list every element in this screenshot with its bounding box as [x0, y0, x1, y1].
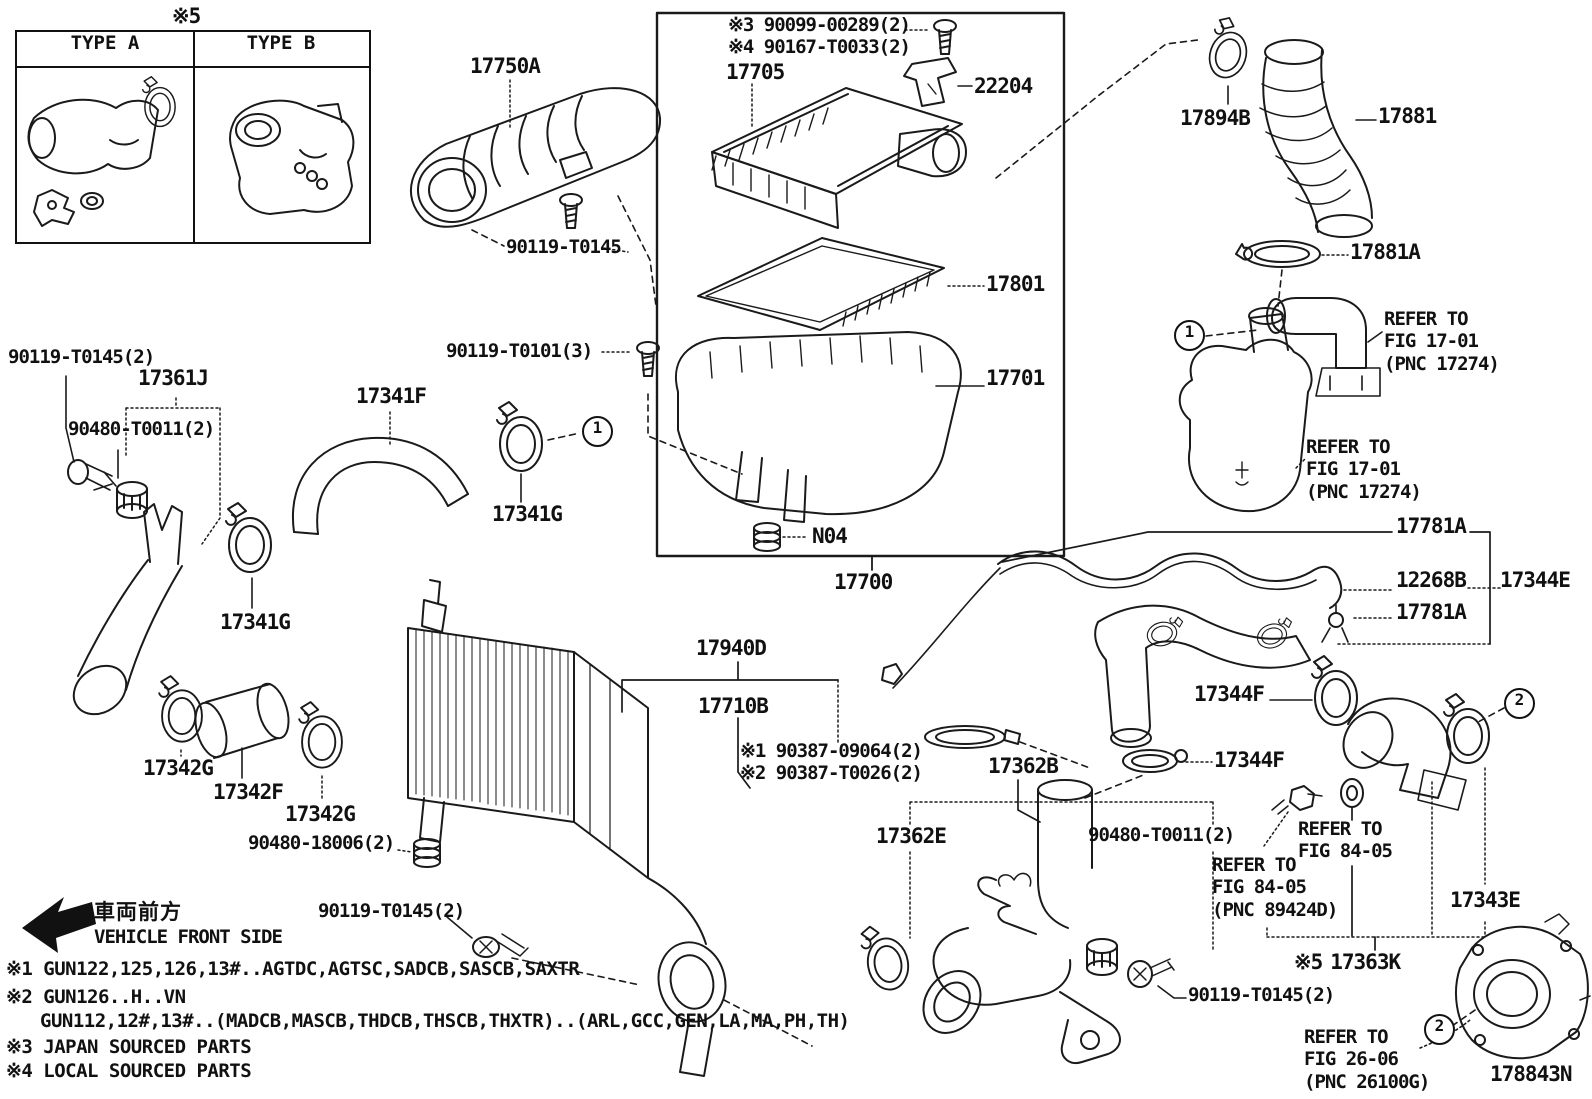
- part-label-17343e: 17343E: [1450, 888, 1521, 912]
- footnote-4: ※4 LOCAL SOURCED PARTS: [6, 1060, 252, 1082]
- part-label-90480-18006: 90480-18006(2): [248, 832, 395, 854]
- flag-label-90167-t0033: ※4 90167-T0033(2): [728, 36, 911, 58]
- inset-type-b-header: TYPE B: [246, 32, 316, 54]
- part-label-17710b: 17710B: [698, 694, 769, 718]
- part-label-17342g-b: 17342G: [285, 802, 356, 826]
- art-inset-type-a-hose: [27, 76, 176, 227]
- part-label-n04: N04: [812, 524, 848, 548]
- art-left-pipe-assembly: [65, 375, 272, 716]
- part-label-17750a: 17750A: [470, 54, 541, 78]
- part-label-17344e: 17344E: [1500, 568, 1571, 592]
- part-label-90480-t0011-left: 90480-T0011(2): [68, 418, 215, 440]
- footnote-2: ※2 GUN126..H..VN: [6, 986, 186, 1008]
- callout-circle-2-bottom: 2: [1424, 1014, 1455, 1045]
- front-side-arrow-icon: [22, 897, 96, 953]
- flag-label-90387-09064: ※1 90387-09064(2): [740, 740, 923, 762]
- part-label-22204: 22204: [974, 74, 1033, 98]
- part-label-90480-t0011-right: 90480-T0011(2): [1088, 824, 1235, 846]
- part-label-17344f-upper: 17344F: [1194, 682, 1265, 706]
- part-label-17362b: 17362B: [988, 754, 1059, 778]
- part-label-17341g-center: 17341G: [492, 502, 563, 526]
- callout-circle-1-center: 1: [582, 416, 613, 447]
- part-label-17705: 17705: [726, 60, 785, 84]
- footnote-2b: GUN112,12#,13#..(MADCB,MASCB,THDCB,THSCB…: [40, 1010, 850, 1032]
- part-label-17341g-left: 17341G: [220, 610, 291, 634]
- part-label-17700: 17700: [834, 570, 893, 594]
- part-label-17362e: 17362E: [876, 824, 947, 848]
- part-label-17344f-lower: 17344F: [1214, 748, 1285, 772]
- part-label-17701: 17701: [986, 366, 1045, 390]
- part-label-17341f: 17341F: [356, 384, 427, 408]
- art-17362-pipe: [857, 773, 1214, 1064]
- type-variant-inset-box: TYPE A TYPE B: [15, 30, 371, 244]
- inset-flag-note: ※5: [172, 4, 201, 28]
- inset-column-divider: [193, 32, 195, 242]
- part-label-90119-t0101: 90119-T0101(3): [446, 340, 593, 362]
- art-inset-type-b-pipe: [228, 99, 355, 215]
- art-air-cleaner-box: [601, 11, 1066, 571]
- art-intercooler: [407, 567, 1001, 1077]
- part-label-17342f: 17342F: [213, 780, 284, 804]
- art-17881-hose: [995, 13, 1377, 307]
- part-label-90119-t0145-mid: 90119-T0145(2): [318, 900, 465, 922]
- art-17344e-harness: [997, 531, 1501, 645]
- part-label-17940d: 17940D: [696, 636, 767, 660]
- part-label-17881a: 17881A: [1350, 240, 1421, 264]
- drawing-id: 178843N: [1490, 1062, 1573, 1086]
- part-label-90119-t0145-right: 90119-T0145(2): [1188, 984, 1335, 1006]
- art-17342-pieces: [158, 675, 441, 868]
- part-label-17781a-lower: 17781A: [1396, 600, 1467, 624]
- part-label-17361j: 17361J: [138, 366, 209, 390]
- art-17750a-duct: [409, 79, 662, 307]
- flag-note-5: ※5: [1294, 950, 1323, 974]
- vehicle-front-side-en: VEHICLE FRONT SIDE: [94, 926, 283, 948]
- part-label-17894b: 17894B: [1180, 106, 1251, 130]
- ref-fig-17-01-upper: REFER TO FIG 17-01 (PNC 17274): [1384, 308, 1500, 375]
- footnote-3: ※3 JAPAN SOURCED PARTS: [6, 1036, 252, 1058]
- part-label-17801: 17801: [986, 272, 1045, 296]
- part-label-90119-t0145-left: 90119-T0145(2): [8, 346, 155, 368]
- footnote-1: ※1 GUN122,125,126,13#..AGTDC,AGTSC,SADCB…: [6, 958, 580, 980]
- part-label-12268b: 12268B: [1396, 568, 1467, 592]
- flag-label-90387-t0026: ※2 90387-T0026(2): [740, 762, 923, 784]
- ref-fig-84-05-upper: REFER TO FIG 84-05: [1298, 818, 1393, 863]
- part-label-17342g-a: 17342G: [143, 756, 214, 780]
- ref-fig-17-01-lower: REFER TO FIG 17-01 (PNC 17274): [1306, 436, 1422, 503]
- part-label-90119-t0145: 90119-T0145: [506, 236, 622, 258]
- part-label-17881: 17881: [1378, 104, 1437, 128]
- vehicle-front-side-jp: 車両前方: [94, 900, 182, 924]
- ref-fig-84-05-lower: REFER TO FIG 84-05 (PNC 89424D): [1212, 854, 1338, 921]
- art-17343e-elbow: [1263, 697, 1486, 951]
- inset-type-a-header: TYPE A: [70, 32, 140, 54]
- ref-fig-26-06: REFER TO FIG 26-06 (PNC 26100G): [1304, 1026, 1430, 1093]
- part-label-17781a-upper: 17781A: [1396, 514, 1467, 538]
- callout-circle-1-top: 1: [1174, 320, 1205, 351]
- art-fig1701-parts: [1178, 297, 1383, 513]
- art-17341f-hose: [291, 401, 581, 535]
- callout-circle-2-right: 2: [1504, 688, 1535, 719]
- flag-label-90099-00289: ※3 90099-00289(2): [728, 14, 911, 36]
- art-17344f-hose: [924, 604, 1505, 773]
